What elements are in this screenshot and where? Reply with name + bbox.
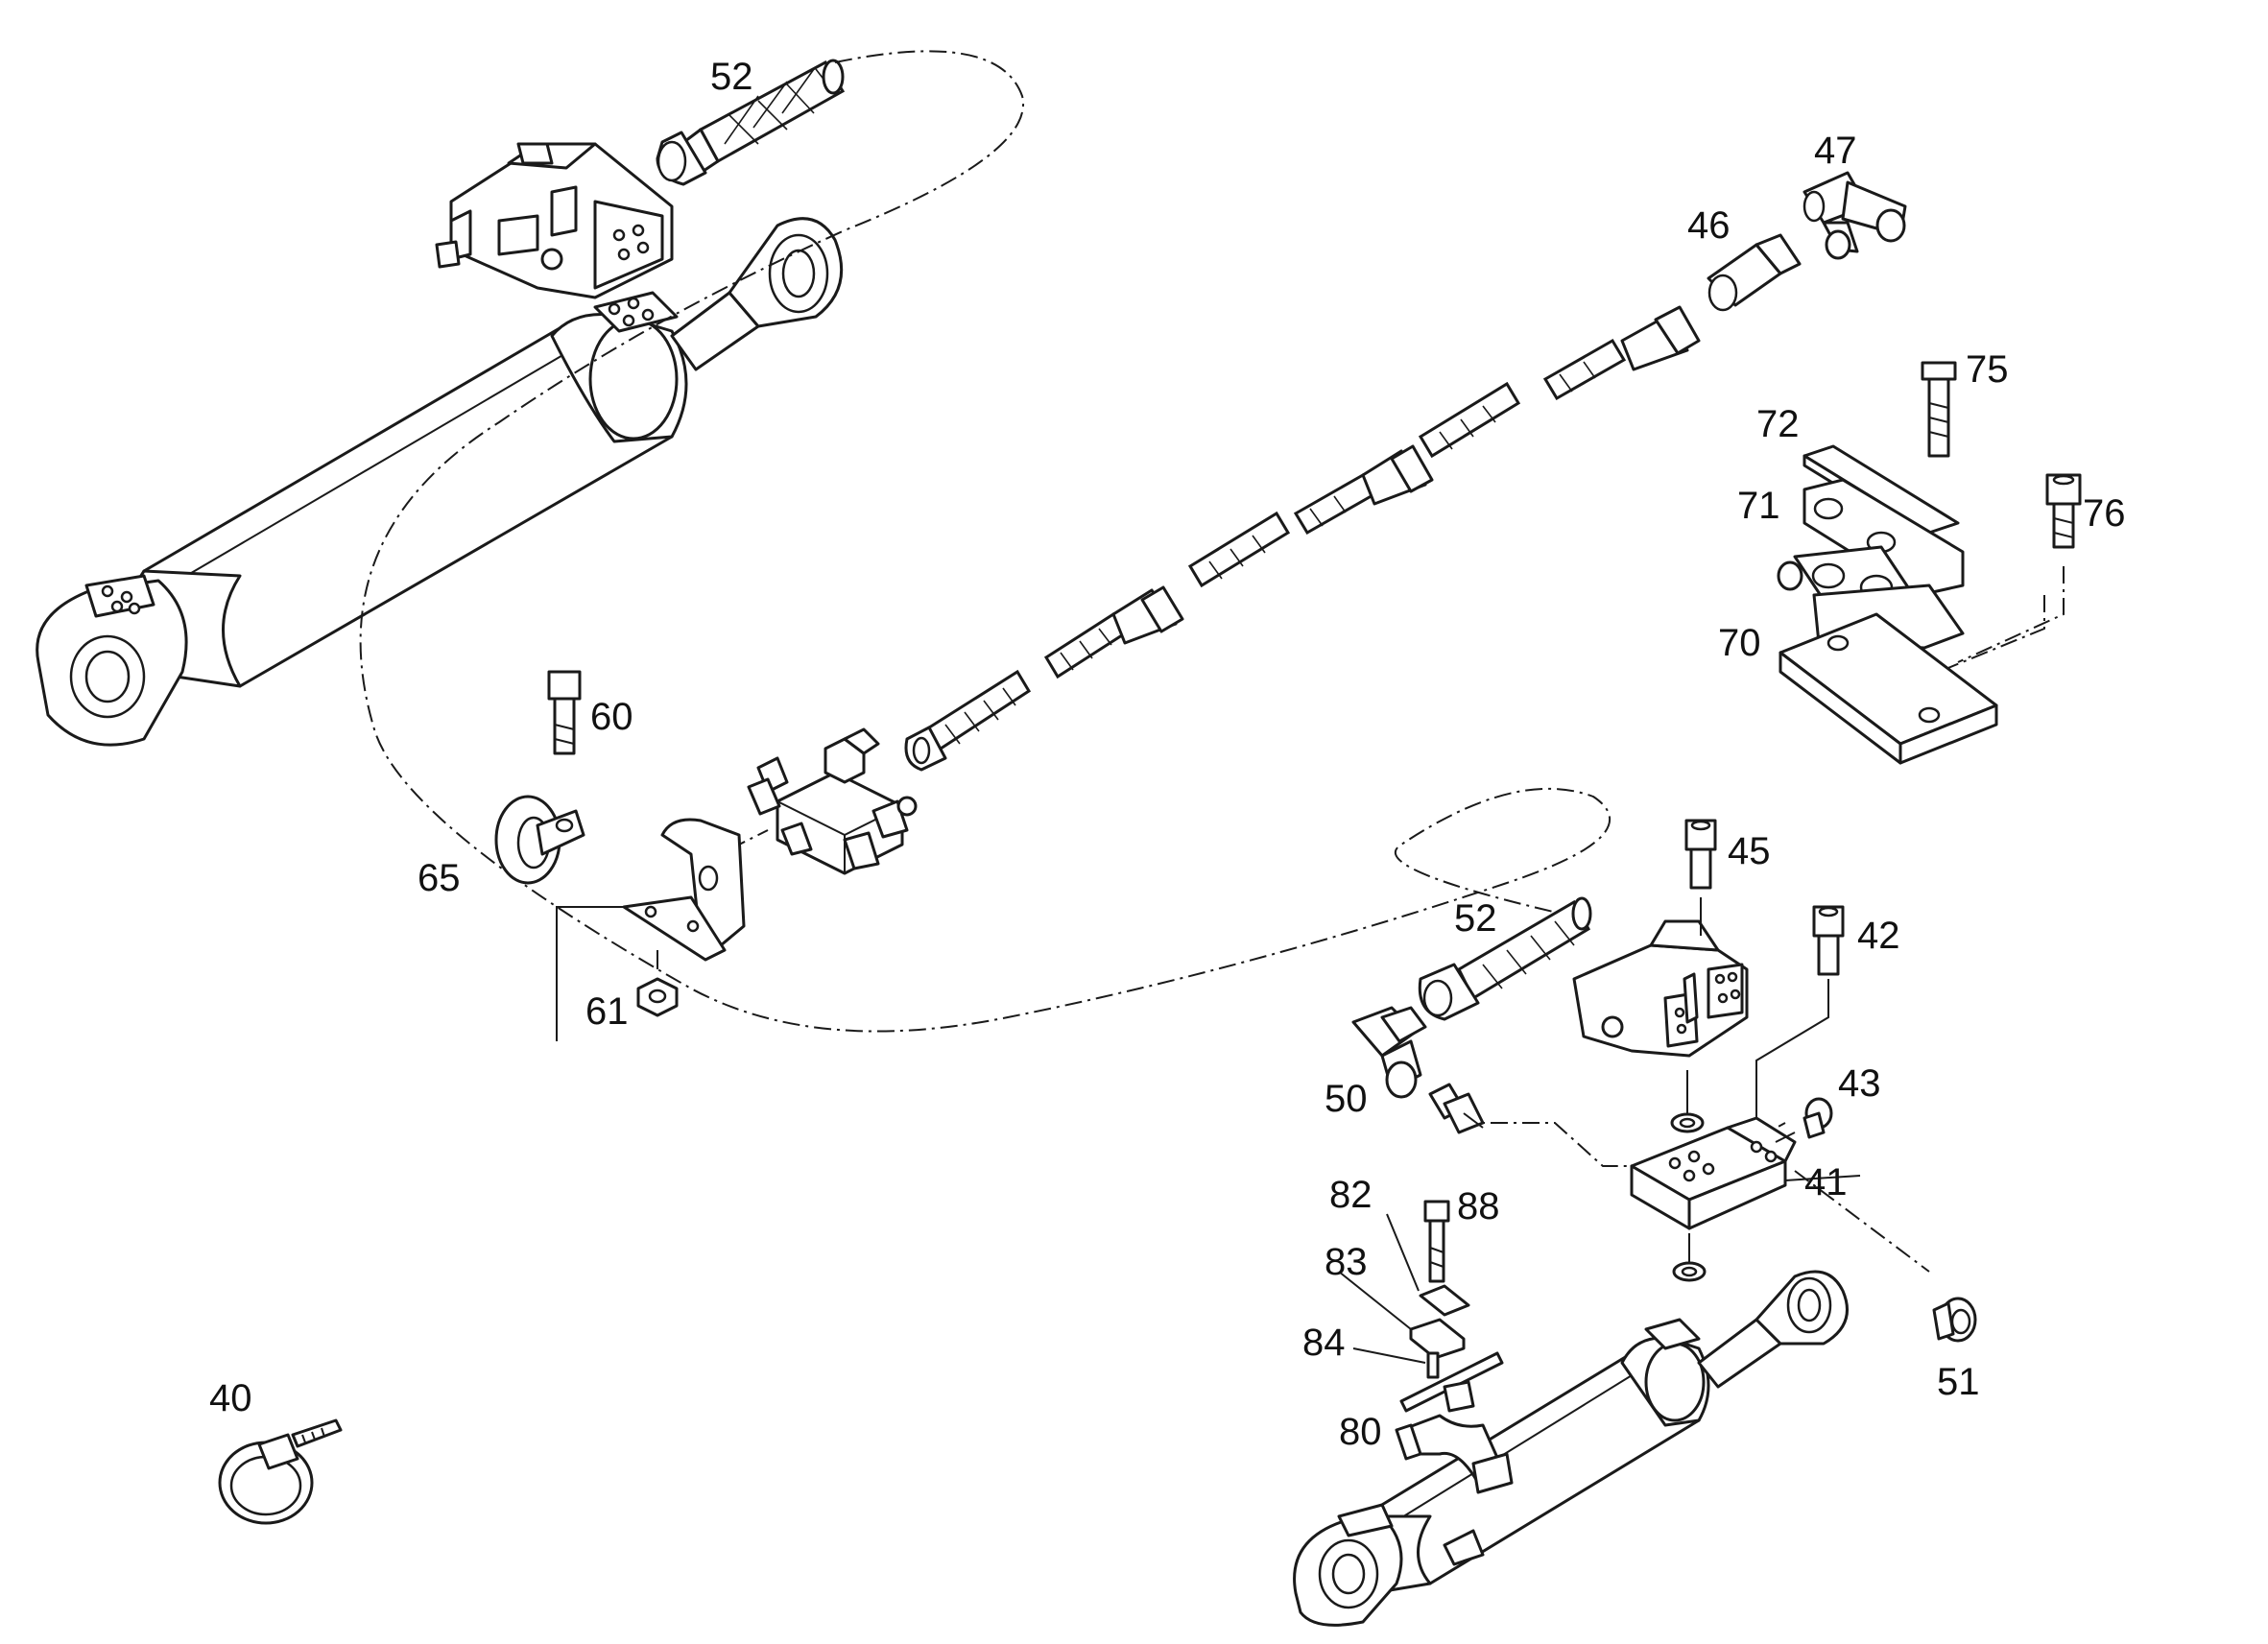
callout-41: 41 [1804,1161,1848,1203]
nut-61 [636,950,679,1017]
callout-leaders [1338,1175,1861,1364]
callout-51: 51 [1937,1361,1980,1403]
mounting-bracket [622,818,746,962]
callout-80: 80 [1339,1411,1382,1453]
callout-84: 84 [1302,1322,1346,1364]
hose-assembly-center [904,305,1701,772]
pipe-clip-65 [494,795,585,885]
callout-82: 82 [1329,1174,1373,1216]
callout-50: 50 [1325,1078,1368,1120]
distributor-block [747,727,918,875]
valve-block-lower [1572,919,1749,1058]
callout-72: 72 [1756,403,1800,445]
callout-70: 70 [1718,622,1761,664]
hose-52-lower [1418,896,1592,1021]
bolt-60 [547,670,582,755]
adapter-fitting [1428,1083,1485,1134]
callout-75: 75 [1966,348,2009,391]
plug-43 [1775,1097,1833,1143]
callout-42: 42 [1857,915,1900,957]
tee-fitting-47 [1802,171,1907,260]
elbow-fitting-50 [1351,1006,1427,1099]
fitting-46 [1707,233,1802,312]
washers [1670,1070,1707,1282]
callout-71: 71 [1737,485,1780,527]
callout-40: 40 [209,1377,252,1419]
callout-43: 43 [1838,1062,1881,1105]
callout-labels: 52 47 46 75 72 71 76 70 60 65 61 45 52 4… [209,56,2126,1453]
callout-47: 47 [1814,130,1857,172]
callout-76: 76 [2083,492,2126,535]
valve-block-upper [435,142,674,299]
clamp-assembly [1777,361,2082,765]
callout-46: 46 [1687,204,1731,247]
small-hydraulic-cylinder [1293,1270,1849,1627]
callout-65: 65 [418,857,461,899]
manifold-plate-41 [1630,1116,1797,1230]
callout-61: 61 [585,990,629,1033]
clamp-80-assembly [1395,1200,1514,1494]
hose-52-upper [656,59,846,186]
callout-88: 88 [1457,1185,1500,1227]
callout-83: 83 [1325,1241,1368,1283]
large-hydraulic-cylinder [36,217,844,747]
callout-60: 60 [590,696,633,738]
plug-51 [1932,1297,1977,1343]
screw-45 [1684,819,1717,936]
callout-52-lower: 52 [1454,897,1497,940]
callout-45: 45 [1728,830,1771,872]
callout-52-upper: 52 [710,56,753,98]
screw-42 [1812,905,1845,976]
cable-tie-40 [218,1418,343,1525]
